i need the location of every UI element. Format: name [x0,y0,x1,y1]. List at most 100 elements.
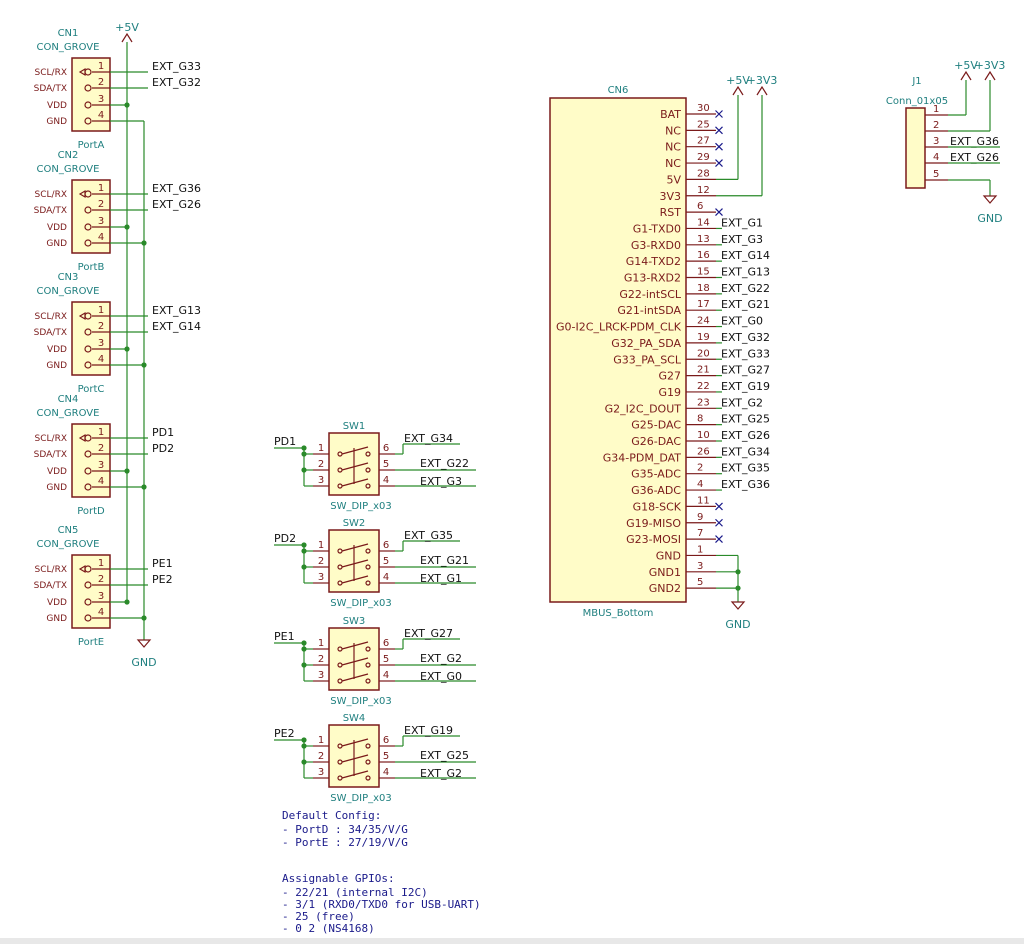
pin-number: 26 [697,446,710,457]
pin-number: 2 [98,77,104,88]
junction-dot [735,569,741,575]
switch-lever-icon [341,641,369,650]
pin-socket-icon [84,581,92,589]
switch-contact-icon [365,775,371,781]
config-notes: Default Config:- PortD : 34/35/V/G- Port… [282,809,481,935]
pin-socket-icon [84,614,92,622]
switch-lever-icon [341,543,369,552]
net-label: PD2 [152,442,174,455]
no-connect-mark [715,142,723,151]
pin-socket-icon [84,101,92,109]
net-label: EXT_G36 [721,478,770,491]
pin-number: 4 [98,110,104,121]
pin-label: BAT [660,108,681,121]
switch-contact-icon [365,483,371,489]
net-label: EXT_G3 [420,475,462,488]
pin-number: 4 [697,479,703,490]
pin-number: 2 [933,120,939,131]
net-label: EXT_G26 [152,198,201,211]
pin-label: VDD [47,345,67,355]
switch-contact-icon [365,759,371,765]
pin-label: VDD [47,223,67,233]
pin-label: VDD [47,598,67,608]
pin-number: 17 [697,299,710,310]
pin-number: 27 [697,136,710,147]
pin-number: 11 [697,495,710,506]
bottom-strip [0,938,1024,944]
connector-value: CON_GROVE [37,164,100,175]
pin-arrow-icon [78,433,86,443]
net-label: EXT_G22 [420,457,469,470]
switch-contact-icon [365,662,371,668]
grove-connector-cn2: CN2CON_GROVESCL/RX1SDA/TX2VDD3GND4EXT_G3… [34,150,201,273]
port-name: PortB [78,262,105,273]
pin-label: GND [46,483,67,493]
power-label: +5V [115,21,139,34]
power-arrow-icon [121,32,133,43]
note-title: Default Config: [282,809,381,822]
pin-number: 6 [383,735,389,746]
pin-label: G27 [658,370,681,383]
net-label: EXT_G2 [420,652,462,665]
pin-number: 3 [933,136,939,147]
pin-number: 7 [697,528,703,539]
note-line: - PortE : 27/19/V/G [282,836,408,849]
pin-number: 1 [98,427,104,438]
net-label: EXT_G27 [404,627,453,640]
net-label: EXT_G1 [420,572,462,585]
pin-socket-icon [84,206,92,214]
pin-label: G21-intSDA [617,304,681,317]
pin-number: 6 [383,638,389,649]
pin-number: 5 [383,556,389,567]
junction-dot [301,743,307,749]
net-label: EXT_G27 [721,364,770,377]
net-label: EXT_G2 [721,396,763,409]
pin-label: GND [46,239,67,249]
pin-number: 1 [318,540,324,551]
pin-arrow-icon [78,67,86,77]
net-label: EXT_G35 [721,462,770,475]
net-label: EXT_G0 [721,315,763,328]
ground-symbol-icon [136,639,152,648]
no-connect-mark [715,502,723,511]
pin-number: 8 [697,414,703,425]
pin-number: 3 [98,216,104,227]
pin-label: NC [665,157,681,170]
port-name: PortE [78,637,104,648]
pin-number: 2 [98,321,104,332]
pin-label: G26-DAC [631,435,681,448]
junction-dot [301,759,307,765]
pin-number: 13 [697,234,710,245]
net-label: PD1 [274,435,296,448]
j1-pin: 5 [925,169,948,181]
pin-label: G25-DAC [631,419,681,432]
switch-lever-icon [341,657,369,666]
pin-number: 28 [697,168,710,179]
pin-socket-icon [84,345,92,353]
grove-connector-cn3: CN3CON_GROVESCL/RX1SDA/TX2VDD3GND4EXT_G1… [34,272,201,395]
junction-dot [301,737,307,743]
pin-number: 4 [383,767,389,778]
switch-lever-icon [341,754,369,763]
switch-ref: SW4 [343,713,366,724]
junction-dot [301,467,307,473]
pin-number: 9 [697,512,703,523]
net-label: EXT_G36 [950,135,999,148]
pin-label: SCL/RX [35,434,67,444]
note-line: - 22/21 (internal I2C) [282,886,428,899]
pin-number: 23 [697,397,710,408]
pin-label: G35-ADC [631,468,681,481]
